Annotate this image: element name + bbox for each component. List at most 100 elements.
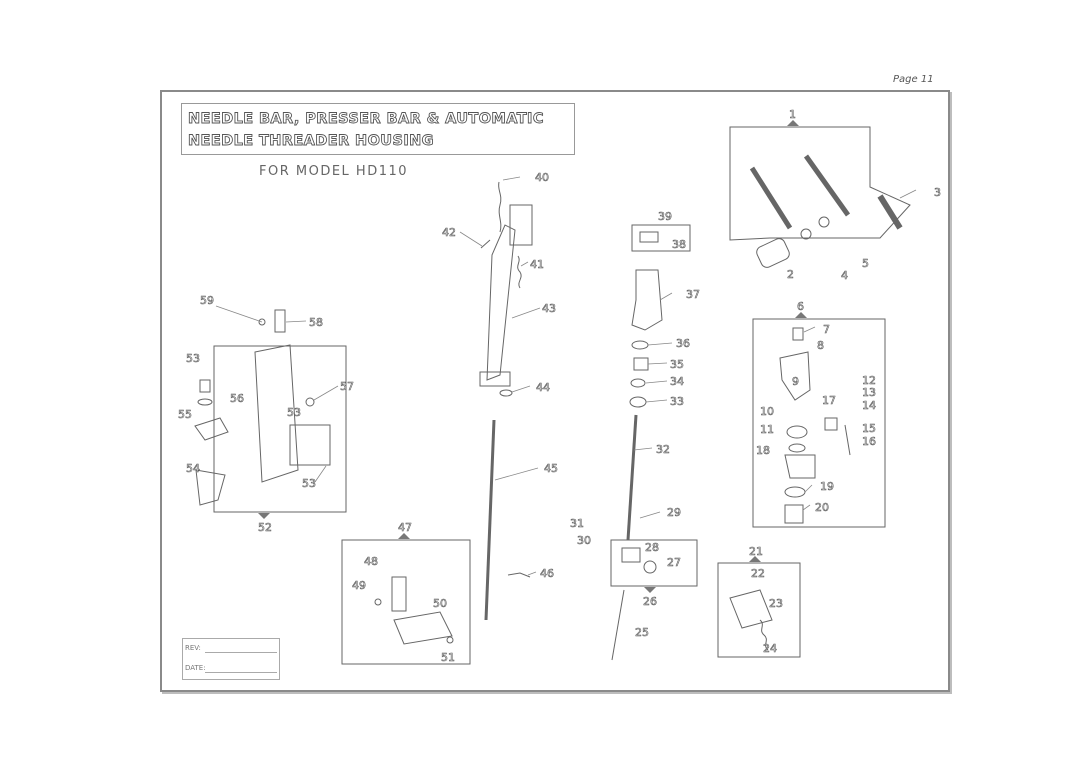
part-label-34: 34 bbox=[670, 375, 684, 388]
part-label-56: 56 bbox=[230, 392, 244, 405]
screw-27 bbox=[643, 560, 657, 574]
ring-34 bbox=[630, 378, 646, 388]
part-label-4: 4 bbox=[841, 269, 848, 282]
foot-plate bbox=[479, 371, 511, 387]
part-label-29: 29 bbox=[667, 506, 681, 519]
screw-7 bbox=[792, 327, 804, 341]
date-label: DATE: bbox=[185, 664, 206, 672]
group-box-6 bbox=[752, 318, 886, 528]
leader-lines bbox=[215, 176, 917, 576]
spring-41 bbox=[517, 255, 522, 289]
part-label-24: 24 bbox=[763, 642, 777, 655]
part-label-3: 3 bbox=[934, 186, 941, 199]
clamp-28 bbox=[621, 547, 641, 563]
bar-32 bbox=[626, 414, 638, 541]
part-label-50: 50 bbox=[433, 597, 447, 610]
group-box-39 bbox=[631, 224, 691, 252]
part-label-17: 17 bbox=[822, 394, 836, 407]
part-label-52: 52 bbox=[258, 521, 272, 534]
part-label-57: 57 bbox=[340, 380, 354, 393]
ring-19 bbox=[784, 486, 806, 498]
part-label-38: 38 bbox=[672, 238, 686, 251]
part-label-49: 49 bbox=[352, 579, 366, 592]
needle-25 bbox=[611, 589, 625, 661]
pin-16 bbox=[844, 424, 851, 456]
part-label-16: 16 bbox=[862, 435, 876, 448]
ring-10 bbox=[786, 425, 808, 439]
part-label-33: 33 bbox=[670, 395, 684, 408]
rev-label: REV: bbox=[185, 644, 201, 652]
part-label-1: 1 bbox=[789, 108, 796, 121]
part-label-12: 12 bbox=[862, 374, 876, 387]
part-label-26: 26 bbox=[643, 595, 657, 608]
part-label-39: 39 bbox=[658, 210, 672, 223]
part-label-28: 28 bbox=[645, 541, 659, 554]
part-label-45: 45 bbox=[544, 462, 558, 475]
part-label-47: 47 bbox=[398, 521, 412, 534]
page-number: Page 11 bbox=[893, 74, 934, 85]
link-a bbox=[749, 166, 793, 230]
screw-53a bbox=[199, 379, 211, 393]
part-label-20: 20 bbox=[815, 501, 829, 514]
part-label-32: 32 bbox=[656, 443, 670, 456]
rod-45 bbox=[484, 419, 496, 621]
part-label-53: 53 bbox=[186, 352, 200, 365]
part-label-37: 37 bbox=[686, 288, 700, 301]
plate-55 bbox=[194, 417, 229, 441]
part-label-13: 13 bbox=[862, 386, 876, 399]
part-label-9: 9 bbox=[792, 375, 799, 388]
part-label-5: 5 bbox=[862, 257, 869, 270]
part-label-27: 27 bbox=[667, 556, 681, 569]
group-box-47 bbox=[341, 539, 471, 665]
housing-18 bbox=[784, 454, 816, 479]
model-subtitle: FOR MODEL HD110 bbox=[259, 164, 409, 179]
link-3 bbox=[877, 194, 903, 230]
ring-44 bbox=[499, 389, 513, 397]
ring-33 bbox=[629, 396, 647, 408]
part-label-35: 35 bbox=[670, 358, 684, 371]
group-box-52 bbox=[213, 345, 347, 513]
plate-8 bbox=[779, 351, 811, 401]
group-box-1 bbox=[729, 126, 911, 241]
part-label-23: 23 bbox=[769, 597, 783, 610]
part-label-41: 41 bbox=[530, 258, 544, 271]
part-label-22: 22 bbox=[751, 567, 765, 580]
part-label-18: 18 bbox=[756, 444, 770, 457]
part-label-6: 6 bbox=[797, 300, 804, 313]
screw-51 bbox=[446, 636, 454, 644]
housing-block bbox=[289, 424, 331, 466]
part-label-25: 25 bbox=[635, 626, 649, 639]
part-label-46: 46 bbox=[540, 567, 554, 580]
link-b bbox=[803, 154, 851, 217]
part-label-10: 10 bbox=[760, 405, 774, 418]
pin-58 bbox=[274, 309, 286, 333]
part-label-44: 44 bbox=[536, 381, 550, 394]
part-label-15: 15 bbox=[862, 422, 876, 435]
part-label-43: 43 bbox=[542, 302, 556, 315]
part-label-8: 8 bbox=[817, 339, 824, 352]
part-label-11: 11 bbox=[760, 423, 774, 436]
part-label-55: 55 bbox=[178, 408, 192, 421]
part-label-2: 2 bbox=[787, 268, 794, 281]
part-label-42: 42 bbox=[442, 226, 456, 239]
title-block: NEEDLE BAR, PRESSER BAR & AUTOMATIC NEED… bbox=[181, 103, 575, 155]
spring-23 bbox=[759, 619, 769, 651]
collar-35 bbox=[633, 357, 649, 371]
body-48 bbox=[391, 576, 407, 612]
part-label-40: 40 bbox=[535, 171, 549, 184]
part-label-48: 48 bbox=[364, 555, 378, 568]
part-label-31: 31 bbox=[570, 517, 584, 530]
part-label-51: 51 bbox=[441, 651, 455, 664]
part-label-53: 53 bbox=[302, 477, 316, 490]
bracket-54 bbox=[195, 469, 226, 506]
part-label-54: 54 bbox=[186, 462, 200, 475]
washer-4 bbox=[800, 228, 812, 240]
screw-49 bbox=[374, 598, 382, 606]
body-22 bbox=[729, 589, 773, 629]
part-label-59: 59 bbox=[200, 294, 214, 307]
group-box-21 bbox=[717, 562, 801, 658]
frame-plate bbox=[254, 344, 299, 483]
guide-block bbox=[509, 204, 533, 246]
group-pointers bbox=[258, 120, 807, 593]
part-38 bbox=[639, 231, 659, 243]
